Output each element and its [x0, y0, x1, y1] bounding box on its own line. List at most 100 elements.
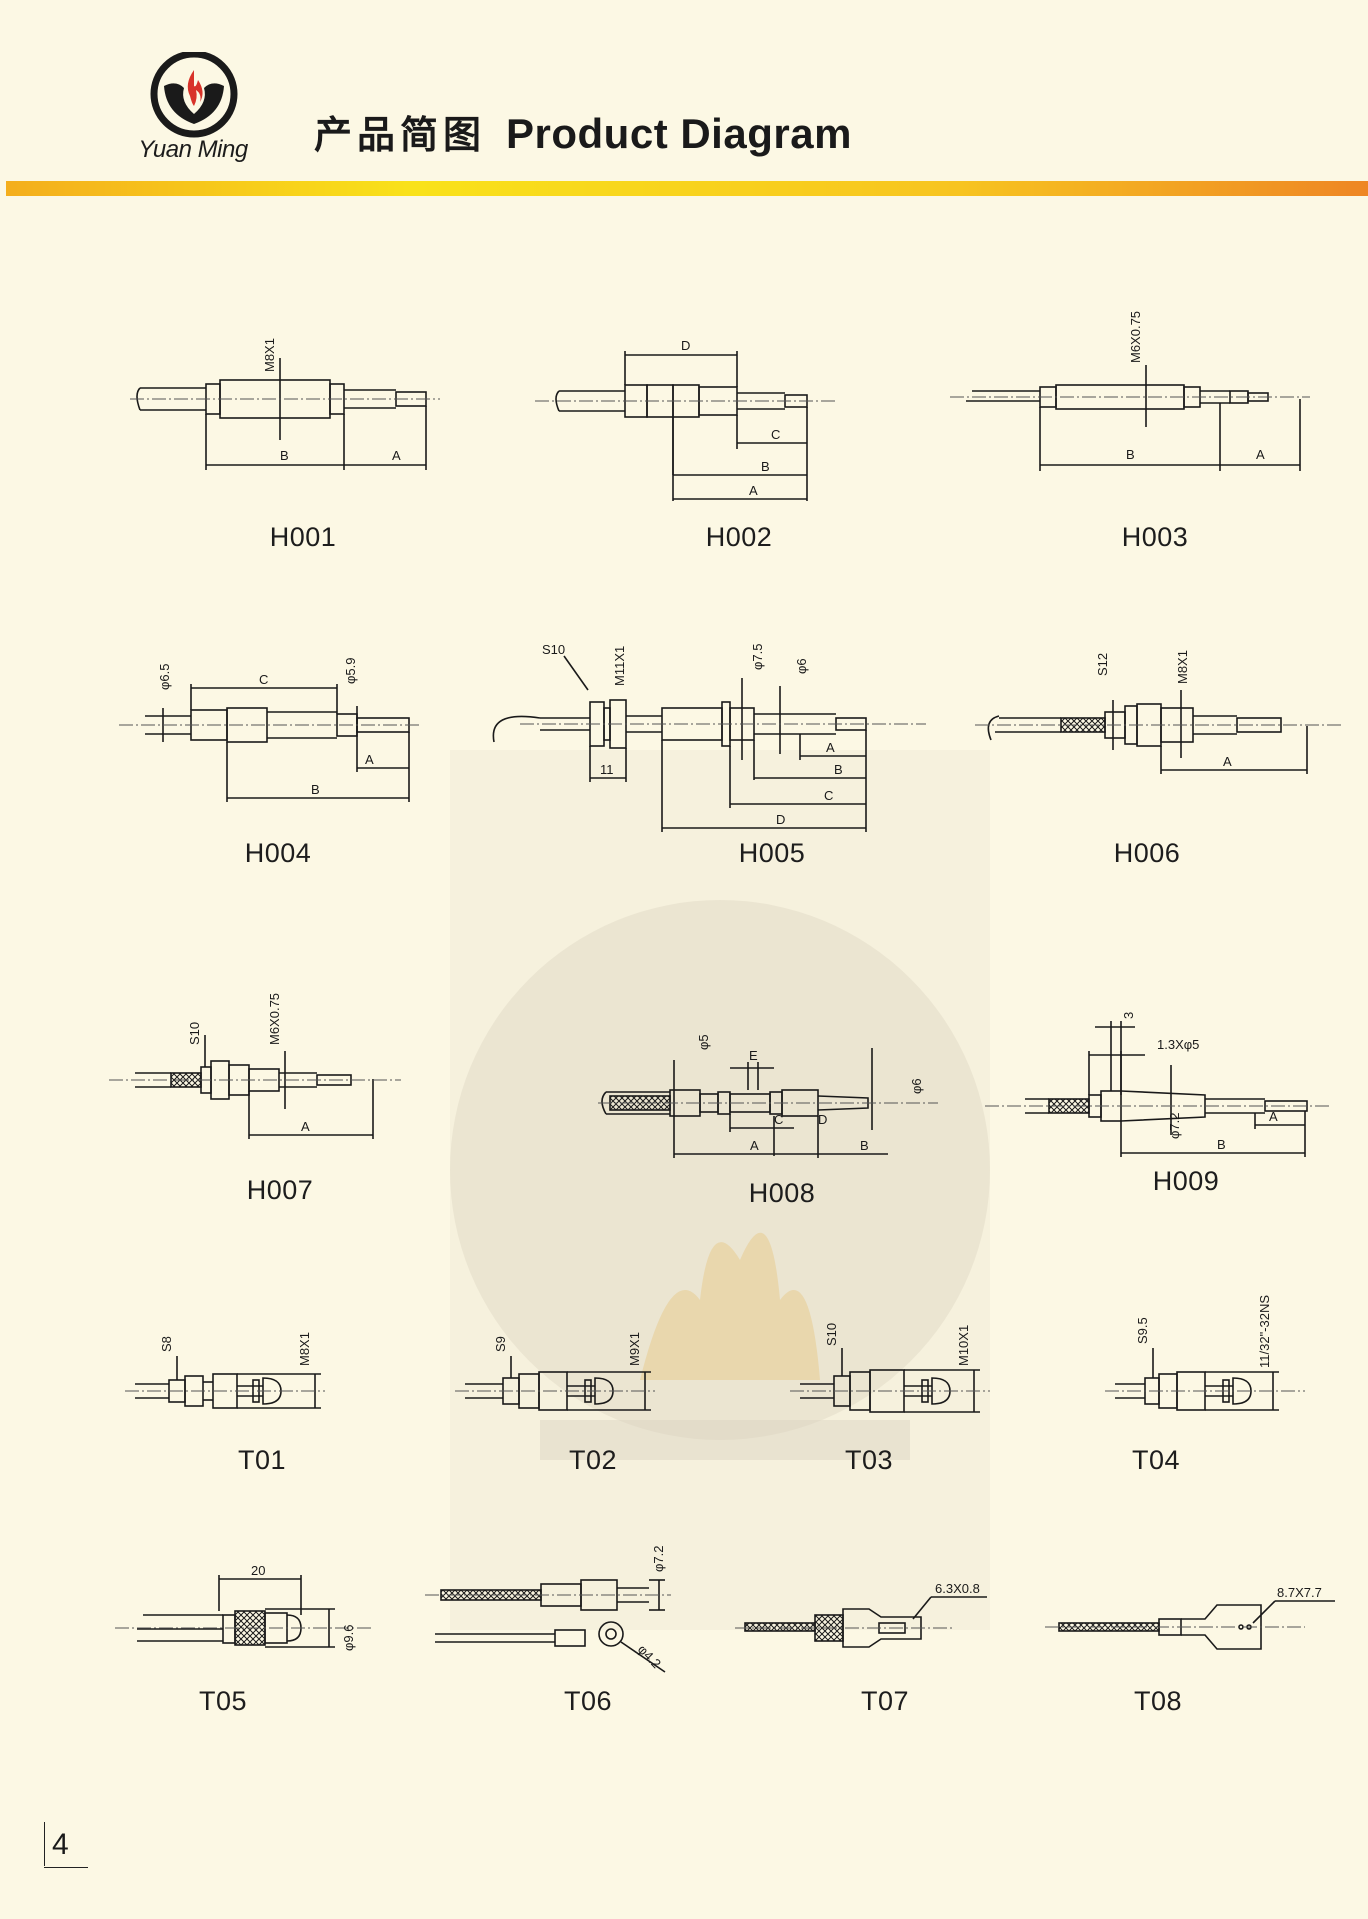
page-number-vline — [44, 1822, 45, 1866]
dim-s10: S10 — [187, 1022, 202, 1045]
dim-d: D — [681, 338, 690, 353]
page-title: 产品简图 Product Diagram — [314, 104, 852, 159]
yuan-ming-logo-icon — [150, 52, 238, 138]
diagram-t05: 20 φ9.6 — [115, 1563, 371, 1651]
diagram-h001: M8X1 B A — [130, 338, 440, 470]
dim-a: A — [1256, 447, 1265, 462]
diagram-h004: φ6.5 C φ5.9 A B — [119, 657, 421, 802]
dim-b: B — [311, 782, 320, 797]
dim-a: A — [750, 1138, 759, 1153]
dim-m11x1: M11X1 — [612, 646, 627, 686]
dim-phi75: φ7.5 — [750, 643, 765, 670]
model-label-h001: H001 — [269, 522, 337, 552]
diagram-h008: φ5 E φ6 C D A B — [598, 1034, 938, 1158]
dim-a: A — [365, 752, 374, 767]
dim-a: A — [1223, 754, 1232, 769]
diagram-t08: 8.7X7.7 — [1045, 1585, 1335, 1650]
diagram-t06: φ7.2 φ4.2 — [425, 1545, 671, 1673]
dim-phi6: φ6 — [909, 1078, 924, 1094]
dim-phi59: φ5.9 — [343, 657, 358, 684]
dim-3: 3 — [1121, 1012, 1136, 1019]
dim-1-3xphi5: 1.3Xφ5 — [1157, 1037, 1199, 1052]
dim-phi65: φ6.5 — [157, 663, 172, 690]
model-label-h007: H007 — [246, 1175, 314, 1205]
diagram-h005: S10 M11X1 φ7.5 φ6 11 A B C D — [492, 642, 926, 832]
fireplace-watermark — [450, 750, 990, 1630]
dim-a: A — [826, 740, 835, 755]
model-label-t05: T05 — [198, 1686, 248, 1716]
model-label-h009: H009 — [1152, 1166, 1220, 1196]
page-number-hline — [44, 1867, 88, 1868]
dim-d: D — [818, 1112, 827, 1127]
title-chinese: 产品简图 — [314, 113, 487, 157]
dim-s9: S9 — [493, 1336, 508, 1352]
dim-b: B — [761, 459, 770, 474]
model-label-h002: H002 — [705, 522, 773, 552]
diagram-t01: S8 M8X1 — [125, 1332, 325, 1409]
dim-a: A — [1269, 1109, 1278, 1124]
diagram-t03: S10 M10X1 — [790, 1323, 990, 1413]
page-number: 4 — [52, 1828, 69, 1861]
diagram-h007: S10 M6X0.75 A — [109, 993, 401, 1139]
dim-b: B — [834, 762, 843, 777]
dim-phi6: φ6 — [794, 658, 809, 674]
dim-m6x075: M6X0.75 — [267, 993, 282, 1045]
brand-name: Yuan Ming — [138, 136, 248, 163]
dim-phi72: φ7.2 — [1167, 1112, 1182, 1139]
diagram-h009: 3 1.3Xφ5 φ7.2 A B — [985, 1012, 1331, 1157]
diagram-t04: S9.5 11/32"-32NS — [1105, 1295, 1305, 1411]
brand-logo: Yuan Ming — [134, 52, 252, 172]
diagram-h006: S12 M8X1 A — [975, 650, 1343, 774]
diagram-h002: D C B A — [535, 338, 835, 501]
dim-b: B — [1217, 1137, 1226, 1152]
dim-m8x1: M8X1 — [297, 1332, 312, 1366]
model-label-t08: T08 — [1133, 1686, 1183, 1716]
model-label-t03: T03 — [844, 1445, 894, 1475]
dim-s10: S10 — [824, 1323, 839, 1346]
diagram-h003: M6X0.75 B A — [950, 311, 1310, 471]
model-label-h008: H008 — [748, 1178, 816, 1208]
model-label-t02: T02 — [568, 1445, 618, 1475]
dim-b: B — [860, 1138, 869, 1153]
dim-11: 11 — [600, 762, 614, 777]
dim-11-32-32ns: 11/32"-32NS — [1257, 1295, 1272, 1368]
page-number-box: 4 — [44, 1822, 94, 1868]
dim-c: C — [259, 672, 268, 687]
model-label-h005: H005 — [738, 838, 806, 868]
model-label-t04: T04 — [1131, 1445, 1181, 1475]
dim-c: C — [824, 788, 833, 803]
dim-c: C — [774, 1112, 783, 1127]
dim-d: D — [776, 812, 785, 827]
dim-m10x1: M10X1 — [956, 1325, 971, 1366]
dim-m6x075: M6X0.75 — [1128, 311, 1143, 363]
model-label-t01: T01 — [237, 1445, 287, 1475]
diagram-t07: 6.3X0.8 — [735, 1581, 987, 1648]
model-label-h004: H004 — [244, 838, 312, 868]
dim-phi42: φ4.2 — [635, 1642, 664, 1671]
dim-phi96: φ9.6 — [341, 1624, 356, 1651]
dim-20: 20 — [251, 1563, 265, 1578]
dim-m8x1: M8X1 — [1175, 650, 1190, 684]
title-english: Product Diagram — [506, 110, 852, 157]
dim-b: B — [1126, 447, 1135, 462]
dim-e: E — [749, 1048, 758, 1063]
dim-s10: S10 — [542, 642, 565, 657]
diagram-t02: S9 M9X1 — [455, 1332, 655, 1411]
header-gradient-bar — [6, 181, 1368, 196]
model-label-h003: H003 — [1121, 522, 1189, 552]
dim-phi72: φ7.2 — [651, 1545, 666, 1572]
dim-s12: S12 — [1095, 653, 1110, 676]
model-label-t06: T06 — [563, 1686, 613, 1716]
dim-a: A — [301, 1119, 310, 1134]
dim-m9x1: M9X1 — [627, 1332, 642, 1366]
dim-s95: S9.5 — [1135, 1317, 1150, 1344]
dim-m8x1: M8X1 — [262, 338, 277, 372]
model-label-h006: H006 — [1113, 838, 1181, 868]
dim-c: C — [771, 427, 780, 442]
dim-a: A — [749, 483, 758, 498]
dim-a: A — [392, 448, 401, 463]
dim-s8: S8 — [159, 1336, 174, 1352]
dim-b: B — [280, 448, 289, 463]
dim-8-7x7-7: 8.7X7.7 — [1277, 1585, 1322, 1600]
